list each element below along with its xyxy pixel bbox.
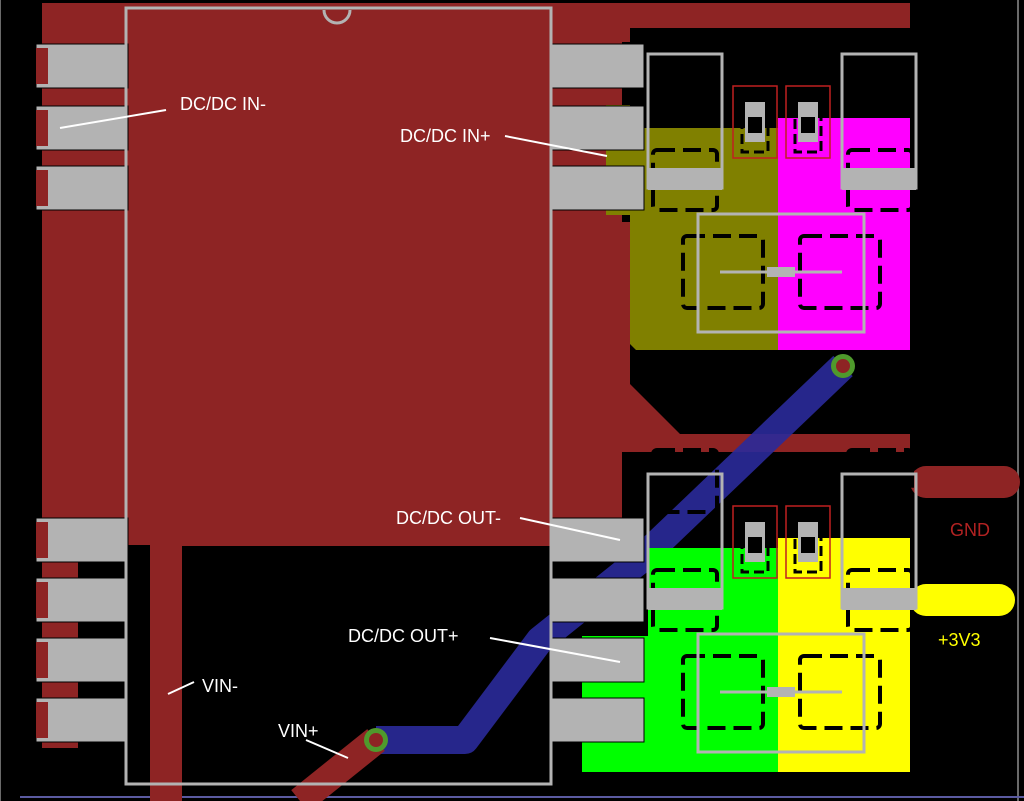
label-vin-minus: VIN-	[202, 676, 238, 696]
top-small-caps	[732, 85, 831, 159]
label-dcdc-out-plus: DC/DC OUT+	[348, 626, 459, 646]
label-dcdc-in-plus: DC/DC IN+	[400, 126, 491, 146]
label-3v3: +3V3	[938, 630, 981, 650]
top-component-pad-fill	[648, 168, 916, 277]
right-pads	[551, 43, 645, 743]
via-vin-plus	[364, 728, 388, 752]
label-dcdc-out-minus: DC/DC OUT-	[396, 508, 501, 528]
via-top	[831, 354, 855, 378]
label-dcdc-in-minus: DC/DC IN-	[180, 94, 266, 114]
label-vin-plus: VIN+	[278, 721, 319, 741]
vin-plus-trace	[291, 729, 385, 801]
bottom-small-caps	[732, 505, 831, 579]
annotation-leaders	[59, 109, 621, 759]
left-pad-copper	[36, 48, 48, 738]
label-gnd: GND	[950, 520, 990, 540]
module-silkscreen	[124, 6, 553, 786]
bottom-component-pad-fill	[648, 588, 916, 697]
bottom-copper-trace	[376, 355, 853, 754]
